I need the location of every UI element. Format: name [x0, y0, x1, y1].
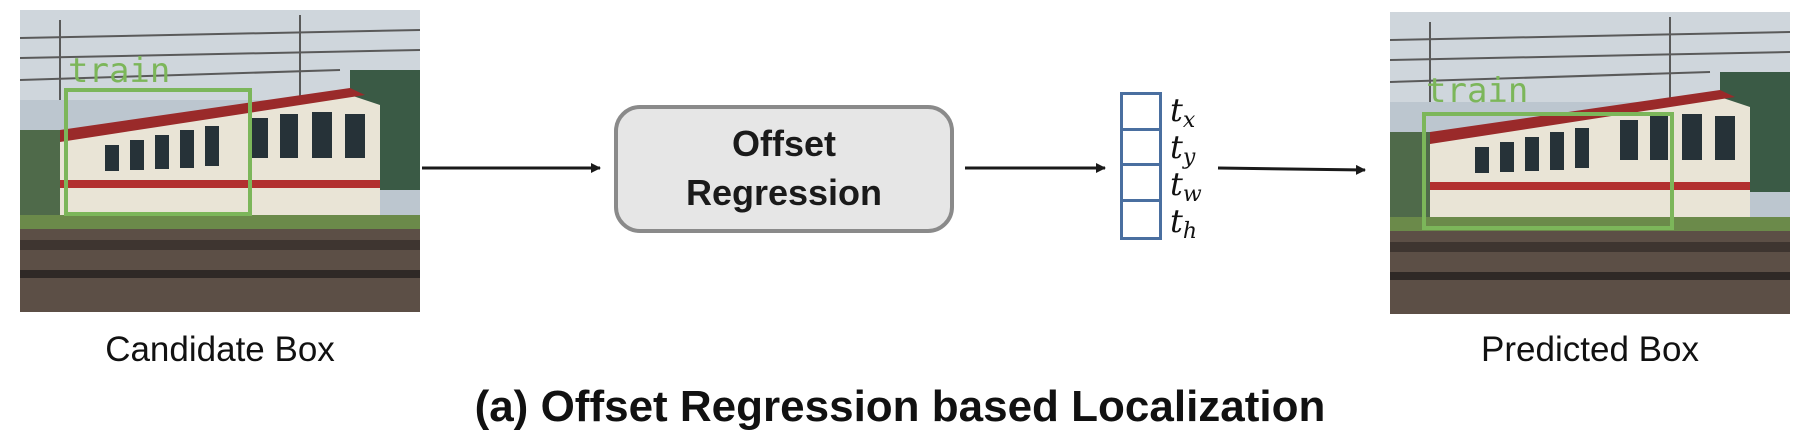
- vector-cell: [1123, 131, 1159, 166]
- candidate-box-label: train: [68, 51, 171, 91]
- predicted-box-label: train: [1426, 71, 1529, 111]
- vector-label-ty: ty: [1170, 128, 1196, 170]
- predicted-caption: Predicted Box: [1481, 330, 1699, 369]
- vector-label-tx: tx: [1170, 91, 1196, 133]
- module-line-1: Offset: [731, 123, 836, 165]
- candidate-image: train: [20, 10, 420, 312]
- train-photo: [20, 10, 420, 312]
- arrow-vector-to-prediction: [1217, 164, 1366, 175]
- module-line-2: Regression: [685, 172, 883, 213]
- vector-cell: [1123, 95, 1159, 131]
- candidate-caption: Candidate Box: [105, 330, 335, 369]
- predicted-image: train: [1390, 12, 1790, 314]
- figure-title: (a) Offset Regression based Localization: [474, 382, 1326, 431]
- vector-label-tw: tw: [1170, 165, 1202, 207]
- offset-regression-module: Offset Regression: [614, 105, 954, 233]
- offset-vector: [1120, 92, 1162, 240]
- predicted-bounding-box: [1422, 112, 1674, 230]
- train-photo: [1390, 12, 1790, 314]
- candidate-bounding-box: [64, 88, 252, 216]
- vector-label-th: th: [1170, 202, 1198, 244]
- vector-cell: [1123, 166, 1159, 202]
